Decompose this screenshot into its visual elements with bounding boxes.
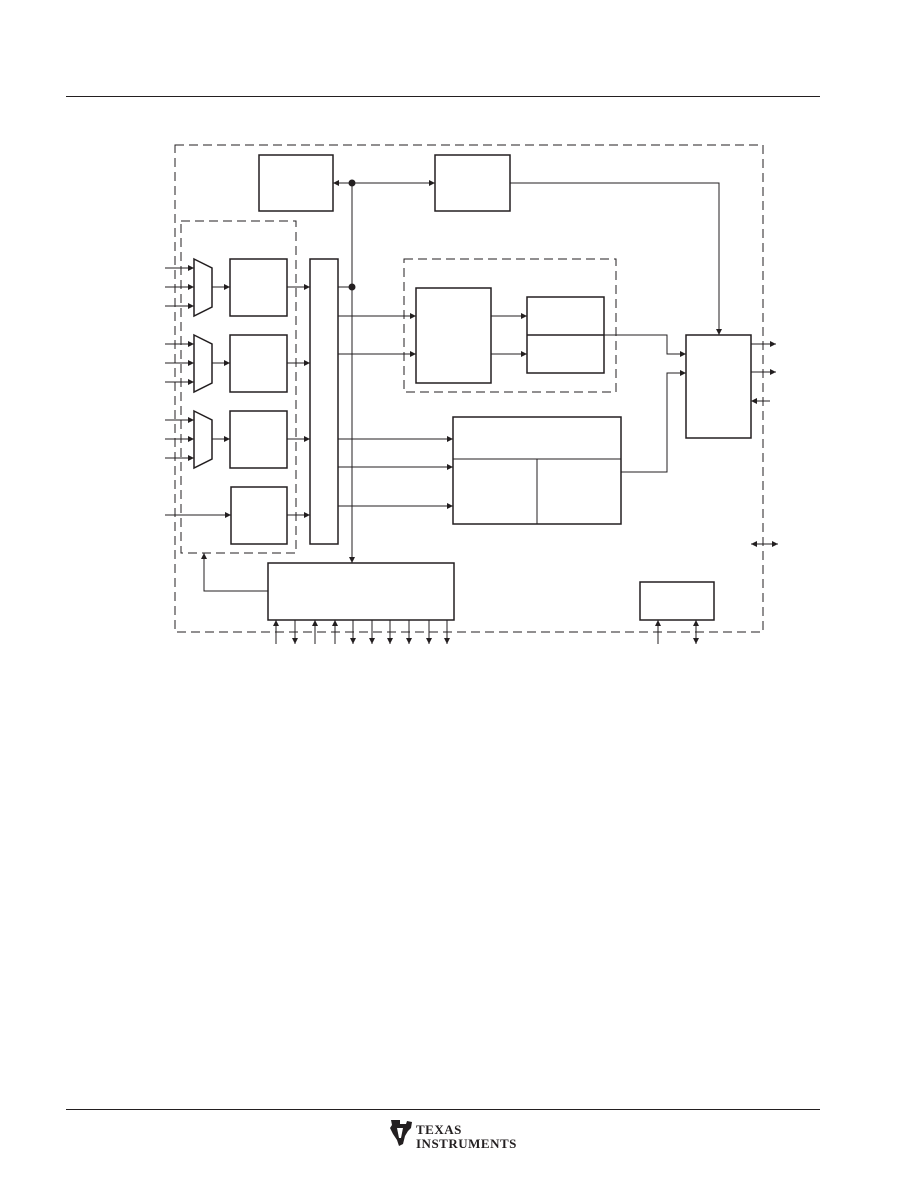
mux-3 (193, 409, 213, 470)
top-center-to-output (510, 182, 722, 335)
footer-rule (66, 1109, 820, 1110)
device-boundary (174, 144, 764, 633)
control-feedback (201, 553, 268, 592)
processor-block (415, 287, 492, 384)
buffer-to-output (604, 334, 686, 357)
register-to-output (621, 370, 686, 473)
junction-dot-bus (348, 283, 356, 291)
channel-1-block (229, 258, 288, 317)
control-logic-block (267, 562, 455, 621)
analog-front-end-group (180, 220, 297, 554)
junction-dot-top (348, 179, 356, 187)
logo-line-2: INSTRUMENTS (416, 1136, 517, 1151)
ti-state-bug-icon (390, 1120, 412, 1146)
channel-3-block (229, 410, 288, 469)
channel-2-block (229, 334, 288, 393)
mux-2 (193, 333, 213, 394)
channel-4-block (230, 486, 288, 545)
top-center-block (434, 154, 511, 212)
ti-logo: TEXAS INSTRUMENTS (388, 1116, 516, 1158)
mux-1 (193, 257, 213, 318)
internal-bus (309, 258, 339, 545)
output-interface-block (685, 334, 752, 439)
processing-group (403, 258, 617, 393)
header-rule (66, 96, 820, 97)
logo-line-1: TEXAS (416, 1122, 462, 1137)
top-left-block (258, 154, 334, 212)
aux-block (639, 581, 715, 621)
